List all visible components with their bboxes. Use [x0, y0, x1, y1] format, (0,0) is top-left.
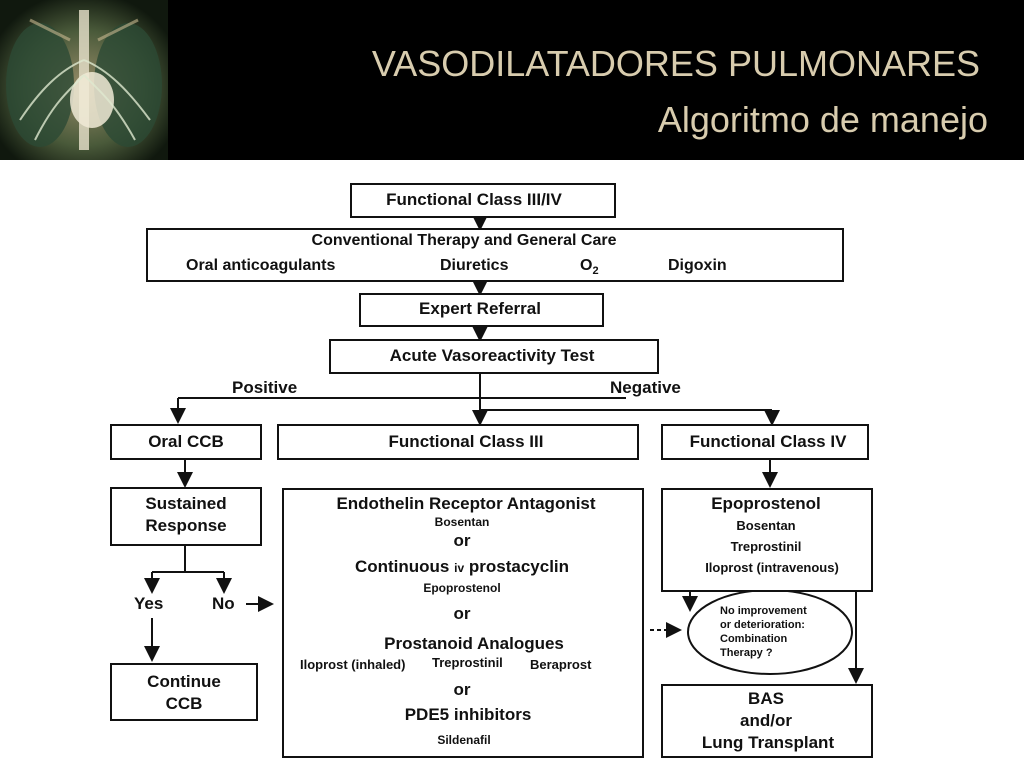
functional-class-4-box [661, 424, 869, 460]
and-or-label: and/or [740, 711, 792, 730]
class-3-treatments-box [282, 488, 644, 758]
digoxin-label: Digoxin [668, 257, 727, 274]
ccb-label: CCB [165, 694, 203, 713]
slide-title: VASODILATADORES PULMONARES [371, 43, 980, 84]
slide-header: VASODILATADORES PULMONARES Algoritmo de … [0, 0, 1024, 160]
prostanoid-analogues-label: Prostanoid Analogues [384, 634, 564, 653]
treprostinil-4-label: Treprostinil [730, 539, 802, 554]
conventional-therapy-title: Conventional Therapy and General Care [311, 232, 617, 249]
negative-label: Negative [610, 378, 681, 397]
functional-class-3-4-box [350, 183, 616, 218]
continue-label: Continue [147, 672, 221, 691]
functional-class-3-label: Functional Class III [388, 432, 544, 451]
no-improvement-line-4: Therapy ? [720, 647, 773, 659]
sildenafil-label: Sildenafil [437, 733, 491, 747]
response-label: Response [145, 516, 227, 535]
continue-ccb-box [110, 663, 258, 721]
vasoreactivity-test-label: Acute Vasoreactivity Test [389, 346, 595, 365]
yes-label: Yes [134, 594, 164, 613]
treprostinil-label: Treprostinil [432, 655, 503, 670]
oral-anticoagulants-label: Oral anticoagulants [186, 257, 336, 274]
bas-label: BAS [748, 689, 784, 708]
oxygen-label: O2 [580, 257, 599, 278]
class-4-treatments-box [661, 488, 873, 592]
epoprostenol-4-label: Epoprostenol [711, 494, 821, 513]
diuretics-label: Diuretics [440, 257, 509, 274]
lung-transplant-label: Lung Transplant [701, 733, 835, 752]
conventional-therapy-box [146, 228, 844, 282]
vasoreactivity-test-box [329, 339, 659, 374]
functional-class-4-label: Functional Class IV [689, 432, 847, 451]
continuous-prostacyclin-label: Continuous iv prostacyclin [354, 557, 570, 576]
bosentan-label: Bosentan [434, 515, 490, 529]
bas-transplant-box [661, 684, 873, 758]
no-improvement-ellipse [687, 589, 853, 675]
epoprostenol-label: Epoprostenol [423, 581, 501, 595]
era-label: Endothelin Receptor Antagonist [336, 494, 596, 513]
slide-subtitle: Algoritmo de manejo [657, 99, 988, 140]
sustained-label: Sustained [145, 494, 227, 513]
bosentan-4-label: Bosentan [736, 518, 796, 533]
expert-referral-label: Expert Referral [419, 299, 541, 318]
no-improvement-line-1: No improvement [720, 605, 807, 617]
functional-class-3-4-label: Functional Class III/IV [386, 190, 562, 209]
or-label-2: or [453, 604, 471, 623]
or-label-3: or [453, 680, 471, 699]
chest-xray-image [0, 0, 168, 160]
pde5-inhibitors-label: PDE5 inhibitors [404, 705, 532, 724]
no-improvement-line-3: Combination [720, 633, 788, 645]
no-label: No [212, 594, 235, 613]
positive-label: Positive [232, 378, 298, 397]
iloprost-iv-label: Iloprost (intravenous) [705, 560, 839, 575]
oral-ccb-box [110, 424, 262, 460]
sustained-response-box [110, 487, 262, 546]
no-improvement-line-2: or deterioration: [720, 619, 805, 631]
beraprost-label: Beraprost [530, 657, 592, 672]
expert-referral-box [359, 293, 604, 327]
iloprost-inhaled-label: Iloprost (inhaled) [300, 657, 406, 672]
oral-ccb-label: Oral CCB [148, 432, 224, 451]
or-label-1: or [453, 531, 471, 550]
functional-class-3-box [277, 424, 639, 460]
